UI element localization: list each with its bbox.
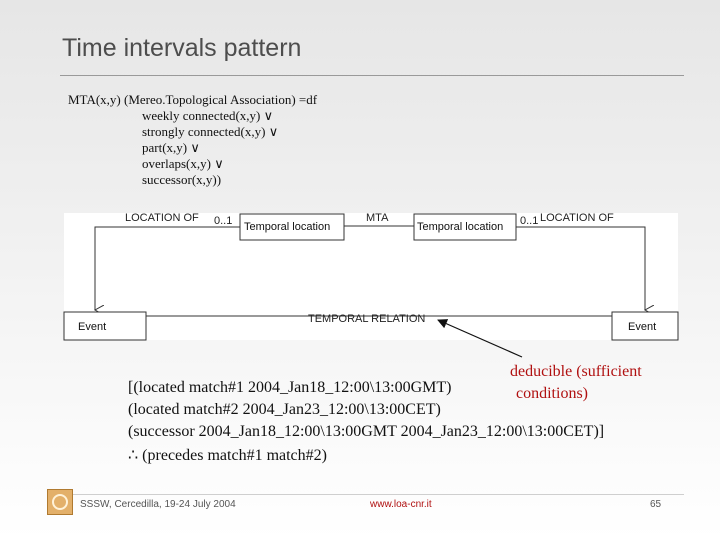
right-multiplicity: 0..1 (520, 215, 538, 227)
diagram-panel (64, 213, 678, 340)
definition-line-4: overlaps(x,y) ∨ (142, 156, 224, 171)
footer-website-link[interactable]: www.loa-cnr.it (370, 499, 432, 510)
title-divider (60, 75, 684, 76)
mta-label: MTA (366, 212, 389, 224)
loa-logo-icon (47, 489, 73, 515)
right-temporal-location-text: Temporal location (417, 221, 503, 233)
left-multiplicity: 0..1 (214, 215, 232, 227)
example-line-1: [(located match#1 2004_Jan18_12:00\13:00… (128, 379, 452, 396)
definition-line-5: successor(x,y)) (142, 172, 222, 187)
definition-line-3: part(x,y) ∨ (142, 140, 200, 155)
definition-line-1: weekly connected(x,y) ∨ (142, 108, 274, 123)
page-number: 65 (650, 499, 662, 510)
right-location-connector (516, 226, 645, 310)
left-temporal-location-text: Temporal location (244, 221, 330, 233)
footer-event: SSSW, Cercedilla, 19-24 July 2004 (80, 499, 236, 510)
temporal-relation-label: TEMPORAL RELATION (308, 313, 425, 325)
example-conclusion: ∴ (precedes match#1 match#2) (128, 447, 327, 464)
left-location-label: LOCATION OF (125, 212, 199, 224)
definition-head: MTA(x,y) (Mereo.Topological Association)… (68, 92, 318, 107)
right-event-box (611, 311, 679, 341)
annotation-arrow (437, 319, 523, 358)
right-temporal-location-box (413, 213, 517, 241)
footer-divider (60, 494, 684, 495)
left-event-box (63, 311, 147, 341)
right-event-text: Event (628, 321, 656, 333)
left-temporal-location-box (239, 213, 345, 241)
left-event-text: Event (78, 321, 106, 333)
slide-title: Time intervals pattern (62, 34, 302, 62)
annotation-line-2: conditions) (516, 385, 588, 402)
example-line-2: (located match#2 2004_Jan23_12:00\13:00C… (128, 401, 441, 418)
example-line-3: (successor 2004_Jan18_12:00\13:00GMT 200… (128, 423, 605, 440)
definition-line-2: strongly connected(x,y) ∨ (142, 124, 279, 139)
annotation-line-1: deducible (sufficient (510, 363, 642, 380)
right-location-label: LOCATION OF (540, 212, 614, 224)
left-location-connector (95, 226, 240, 310)
